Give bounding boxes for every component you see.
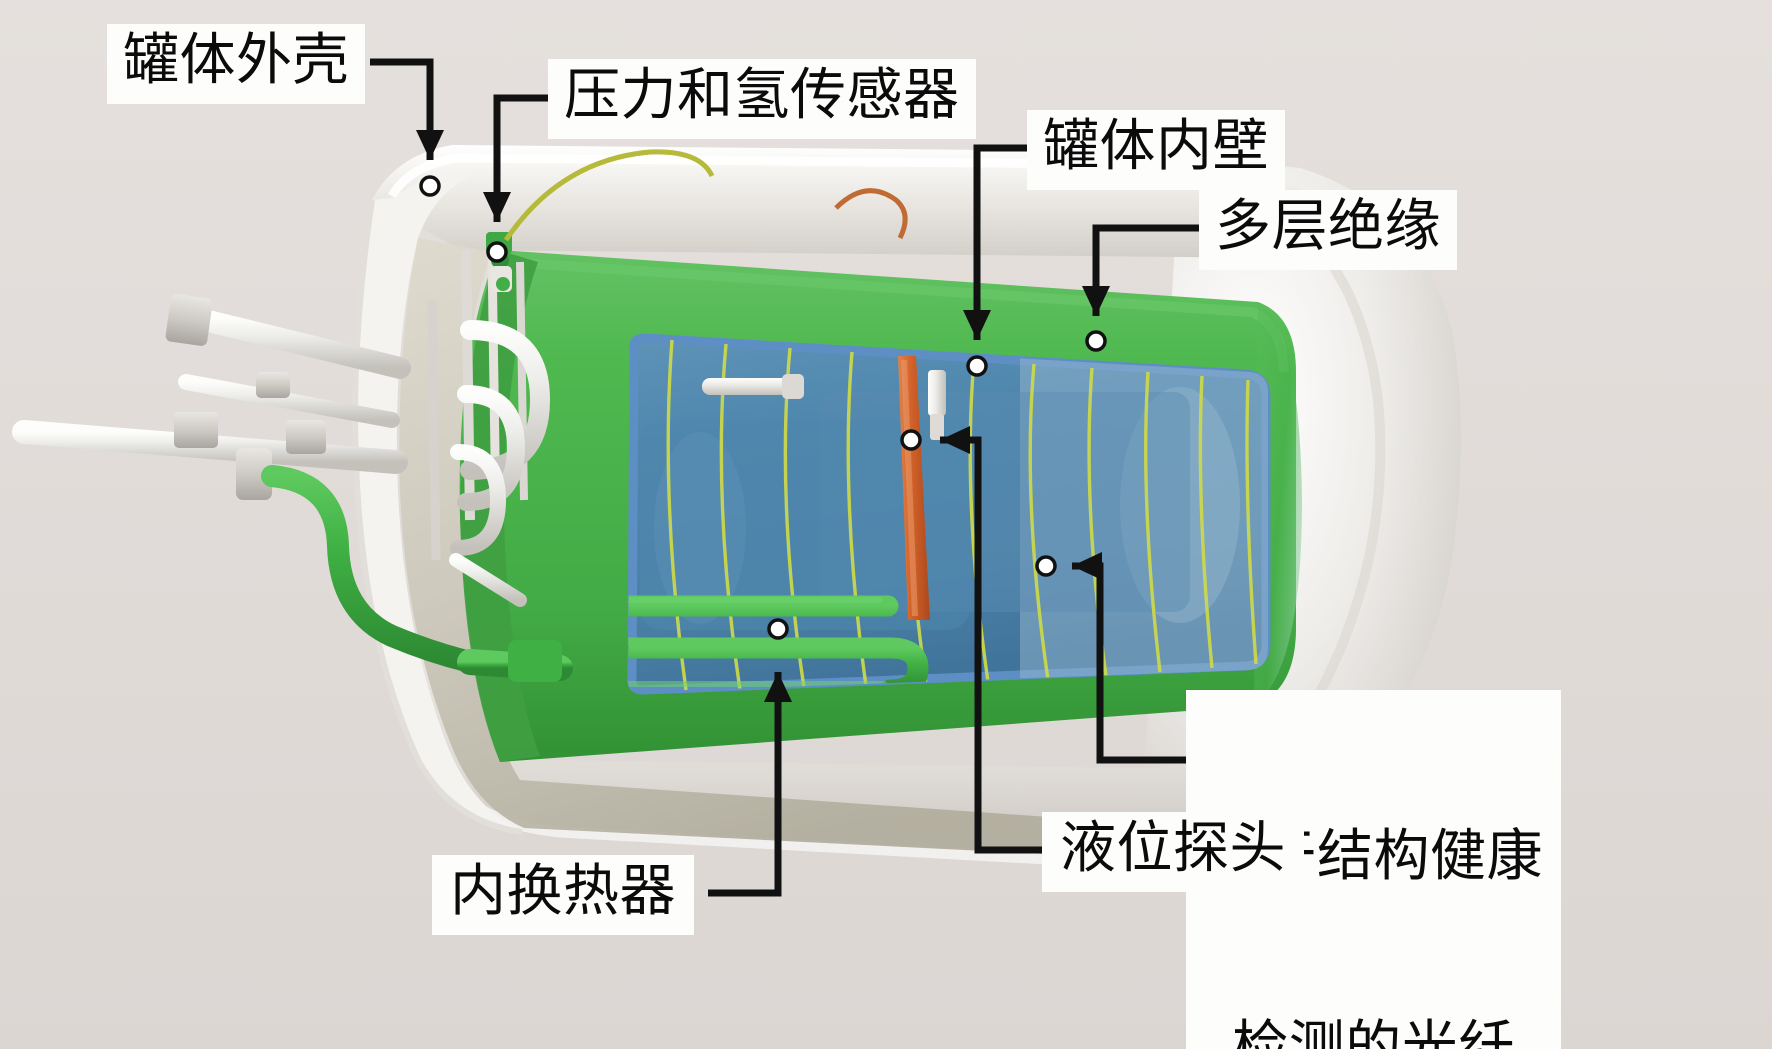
arrowhead-inner-wall [963, 310, 991, 340]
tee-fitting [236, 448, 272, 500]
callout-label-pressure-hydrogen-sensor: 压力和氢传感器 [548, 59, 976, 139]
level-probe-highlight [901, 360, 918, 616]
anchor-dot-sensor [486, 241, 508, 263]
anchor-dot-level-probe [900, 429, 922, 451]
feedthrough-nut-b1 [174, 412, 218, 448]
inner-sensor-tip [930, 414, 944, 440]
anchor-dot-fiber [1035, 555, 1057, 577]
heat-exchanger-coil-highlight [628, 597, 887, 687]
feedthrough-nut-top [165, 294, 213, 346]
green-hose-main [261, 465, 481, 673]
feedthrough-pipe-top [185, 307, 411, 379]
inner-pipe-stub-cap [782, 374, 804, 399]
external-feedthroughs [12, 294, 573, 682]
fiber-label-line-2: 检测的光纤 [1232, 1017, 1515, 1049]
inner-pipe-stub [702, 378, 798, 395]
anchor-dot-mli [1085, 330, 1107, 352]
hose-coupling [508, 640, 562, 682]
callout-label-liquid-level-probe: 液位探头 [1042, 812, 1304, 892]
leader-anchor-dots [419, 175, 1107, 640]
feedthrough-nut-b2 [286, 420, 326, 454]
outer-shell-cut-ring [355, 168, 520, 830]
arrowhead-fiber [1072, 552, 1102, 580]
inner-long-pipe-3 [449, 553, 527, 607]
leader-arrowheads [416, 130, 1110, 702]
leader-inner-wall [973, 144, 1027, 340]
leader-heat-exchanger [708, 672, 782, 897]
feedthrough-pipe-mid [178, 374, 400, 428]
outer-shell-ring-edge [352, 199, 523, 835]
leader-tank-outer-shell [370, 58, 434, 160]
sensor-cable-copper [834, 188, 908, 240]
arrowhead-sensor [483, 192, 511, 222]
leader-sensor [493, 94, 548, 222]
anchor-dot-inner-wall [966, 355, 988, 377]
anchor-dot-shell [419, 175, 441, 197]
inner-tank-group [627, 333, 1271, 695]
callout-label-tank-inner-wall: 罐体内壁 [1027, 110, 1285, 190]
callout-label-internal-heat-exchanger: 内换热器 [432, 855, 694, 935]
sensor-indicator [496, 277, 510, 291]
inner-sensor-stub [928, 370, 946, 416]
support-bar-4 [427, 299, 441, 561]
coil-loop-3 [450, 444, 507, 556]
arrowhead-level-probe [940, 426, 970, 454]
arrowhead-shell [416, 130, 444, 160]
arrowhead-heat-exchanger [764, 672, 792, 702]
callout-label-multilayer-insulation: 多层绝缘 [1199, 190, 1457, 270]
end-plate-piping [427, 149, 908, 607]
callout-label-tank-outer-shell: 罐体外壳 [107, 24, 365, 104]
arrowhead-mli [1082, 286, 1110, 316]
sensor-cable-olive [503, 149, 715, 242]
anchor-dot-heat-exchanger [767, 618, 789, 640]
feedthrough-nut-mid [256, 372, 290, 398]
